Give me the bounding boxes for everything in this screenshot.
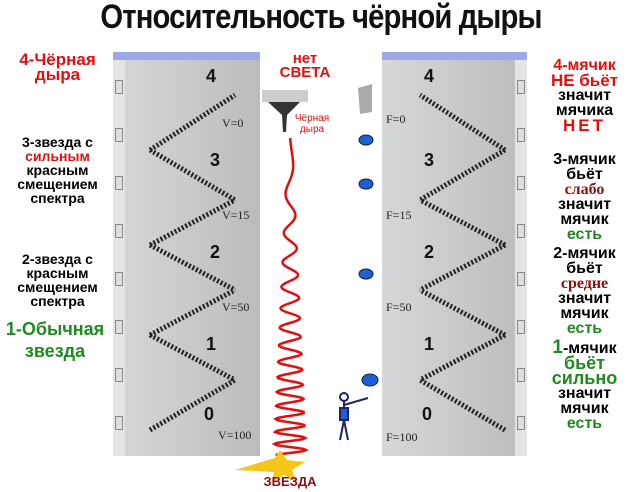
text: средне — [560, 275, 609, 292]
text: бьёт — [566, 260, 603, 277]
text: мячик — [560, 211, 609, 228]
text: мячик — [560, 305, 609, 322]
text: смещением — [17, 279, 98, 295]
window — [517, 320, 525, 334]
floor-3: 3 — [210, 150, 221, 170]
window — [115, 368, 123, 382]
window — [517, 272, 525, 286]
text: Чёрная — [294, 113, 330, 124]
floor-2: 2 — [210, 242, 221, 262]
text: НЕТ — [563, 116, 606, 135]
text: мячика — [555, 102, 614, 119]
text: 3-звезда с — [22, 134, 93, 150]
window — [115, 272, 123, 286]
text: сильно — [551, 368, 618, 388]
text: красным — [26, 265, 89, 281]
left-building — [113, 52, 260, 456]
hand-icon — [358, 84, 372, 114]
floor-4-right: 4 — [424, 66, 435, 86]
redshift-wave — [271, 137, 309, 457]
floor-3-right: 3 — [424, 150, 435, 170]
label-ball-none: 4-мячик НЕ бьёт значит мячика НЕТ — [527, 57, 642, 135]
text: 4-Чёрная — [19, 50, 96, 69]
right-building — [382, 52, 527, 456]
text: есть — [566, 415, 603, 432]
text: есть — [566, 226, 603, 243]
person-icon — [339, 392, 369, 441]
force-4: F=0 — [386, 112, 406, 126]
text: красным — [26, 162, 89, 178]
floor-2-right: 2 — [424, 242, 435, 262]
window — [115, 80, 123, 94]
text: слабо — [564, 181, 605, 198]
star-label: ЗВЕЗДА — [263, 474, 317, 489]
window — [115, 320, 123, 334]
force-3: F=15 — [386, 208, 412, 222]
floor-4: 4 — [206, 66, 217, 86]
text: значит — [557, 196, 612, 213]
text: значит — [557, 385, 612, 402]
velocity-1: V=100 — [218, 428, 252, 442]
ball-icons — [358, 134, 379, 387]
floor-1: 1 — [206, 334, 217, 354]
text: значит — [557, 290, 612, 307]
text: 1-Обычная — [5, 319, 105, 339]
black-hole-funnel-icon — [262, 90, 308, 132]
text: НЕ бьёт — [550, 71, 619, 90]
window — [115, 224, 123, 238]
window — [115, 176, 123, 190]
text: звезда — [24, 341, 86, 361]
text: бьёт — [566, 166, 603, 183]
text: бьёт — [563, 353, 605, 373]
window — [517, 176, 525, 190]
text: СВЕТА — [279, 64, 331, 81]
star-icon — [235, 450, 305, 482]
text: 2-мячик — [553, 245, 616, 262]
stairs — [148, 92, 507, 433]
text: 2-звезда с — [22, 251, 93, 267]
velocity-2: V=50 — [222, 300, 250, 314]
force-1: F=100 — [386, 430, 418, 444]
window — [115, 128, 123, 142]
text: нет — [292, 50, 318, 67]
window — [517, 224, 525, 238]
window — [517, 128, 525, 142]
text: дыра — [299, 124, 325, 135]
window — [517, 80, 525, 94]
text: 4-мячик — [553, 57, 616, 74]
velocity-4: V=0 — [222, 116, 244, 130]
text: сильным — [25, 148, 90, 164]
floor-0: 0 — [204, 404, 215, 424]
floor-1-right: 1 — [424, 334, 435, 354]
text: смещением — [17, 176, 98, 192]
velocity-3: V=15 — [222, 208, 250, 222]
text: спектра — [30, 293, 85, 309]
text: -мячик — [562, 340, 617, 357]
text: дыра — [34, 65, 81, 84]
text: значит — [557, 87, 612, 104]
window — [517, 368, 525, 382]
force-2: F=50 — [386, 300, 412, 314]
text: есть — [566, 320, 603, 337]
window — [115, 416, 123, 430]
floor-0-right: 0 — [422, 404, 433, 424]
text: 3-мячик — [553, 151, 616, 168]
page-title: Относительность чёрной дыры — [100, 0, 542, 36]
window — [517, 416, 525, 430]
text: мячик — [560, 400, 609, 417]
text: спектра — [30, 190, 85, 206]
